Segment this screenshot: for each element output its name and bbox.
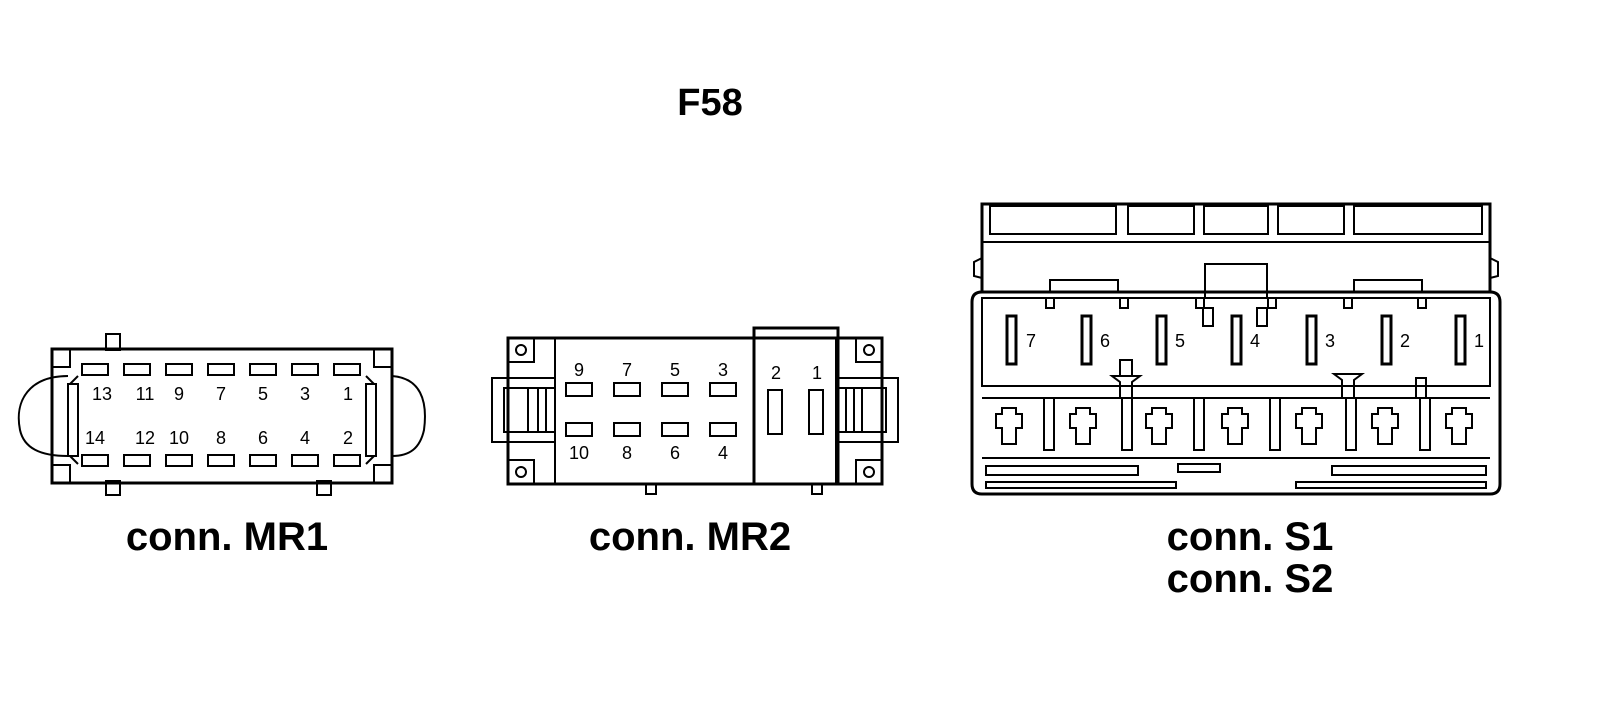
mr1-pin-14: 14 — [85, 428, 105, 448]
s1-terminal-clips — [995, 407, 1473, 445]
connector-s1-s2: 7 6 5 4 3 2 1 conn. S1 conn. S2 — [970, 202, 1502, 601]
connector-mr1: 13 11 9 7 5 3 1 14 12 10 8 6 4 2 conn. M… — [17, 333, 426, 559]
s1-pin-6: 6 — [1100, 331, 1110, 351]
mr2-pin-3: 3 — [718, 360, 728, 380]
s1-label: conn. S1 — [1167, 515, 1334, 559]
mr2-pin-1: 1 — [812, 363, 822, 383]
mr2-pin-7: 7 — [622, 360, 632, 380]
mr2-pin-10: 10 — [569, 443, 589, 463]
s1-pin-1: 1 — [1474, 331, 1484, 351]
mr1-pin-4: 4 — [300, 428, 310, 448]
mr1-pin-5: 5 — [258, 384, 268, 404]
mr1-pin-12: 12 — [135, 428, 155, 448]
s1-pin-slots — [1005, 314, 1467, 366]
s1-pin-5: 5 — [1175, 331, 1185, 351]
mr1-label: conn. MR1 — [126, 515, 328, 559]
mr2-pin-6: 6 — [670, 443, 680, 463]
s2-label: conn. S2 — [1167, 557, 1334, 601]
mr1-pin-3: 3 — [300, 384, 310, 404]
mr1-pin-slots — [81, 363, 361, 467]
mr1-housing — [17, 333, 426, 496]
mr1-pin-1: 1 — [343, 384, 353, 404]
mr2-label: conn. MR2 — [589, 515, 791, 559]
mr2-pin-9: 9 — [574, 360, 584, 380]
mr1-pin-7: 7 — [216, 384, 226, 404]
connector-mr2: 9 7 5 3 10 8 6 4 2 1 conn. MR2 — [491, 326, 899, 559]
s1-pin-3: 3 — [1325, 331, 1335, 351]
mr1-pin-9: 9 — [174, 384, 184, 404]
s1-pin-2: 2 — [1400, 331, 1410, 351]
mr1-pin-10: 10 — [169, 428, 189, 448]
mr2-pin-8: 8 — [622, 443, 632, 463]
mr1-pin-6: 6 — [258, 428, 268, 448]
mr2-pin-4: 4 — [718, 443, 728, 463]
mr1-pin-11: 11 — [136, 384, 155, 404]
mr1-pin-13: 13 — [92, 384, 112, 404]
s1-pin-7: 7 — [1026, 331, 1036, 351]
mr2-pin-5: 5 — [670, 360, 680, 380]
mr2-housing — [491, 326, 899, 495]
mr1-pin-2: 2 — [343, 428, 353, 448]
mr2-pin-2: 2 — [771, 363, 781, 383]
s1-pin-4: 4 — [1250, 331, 1260, 351]
mr2-pin-slots — [565, 382, 824, 437]
mr1-pin-8: 8 — [216, 428, 226, 448]
diagram-title: F58 — [677, 82, 742, 124]
s1-housing — [970, 202, 1502, 496]
